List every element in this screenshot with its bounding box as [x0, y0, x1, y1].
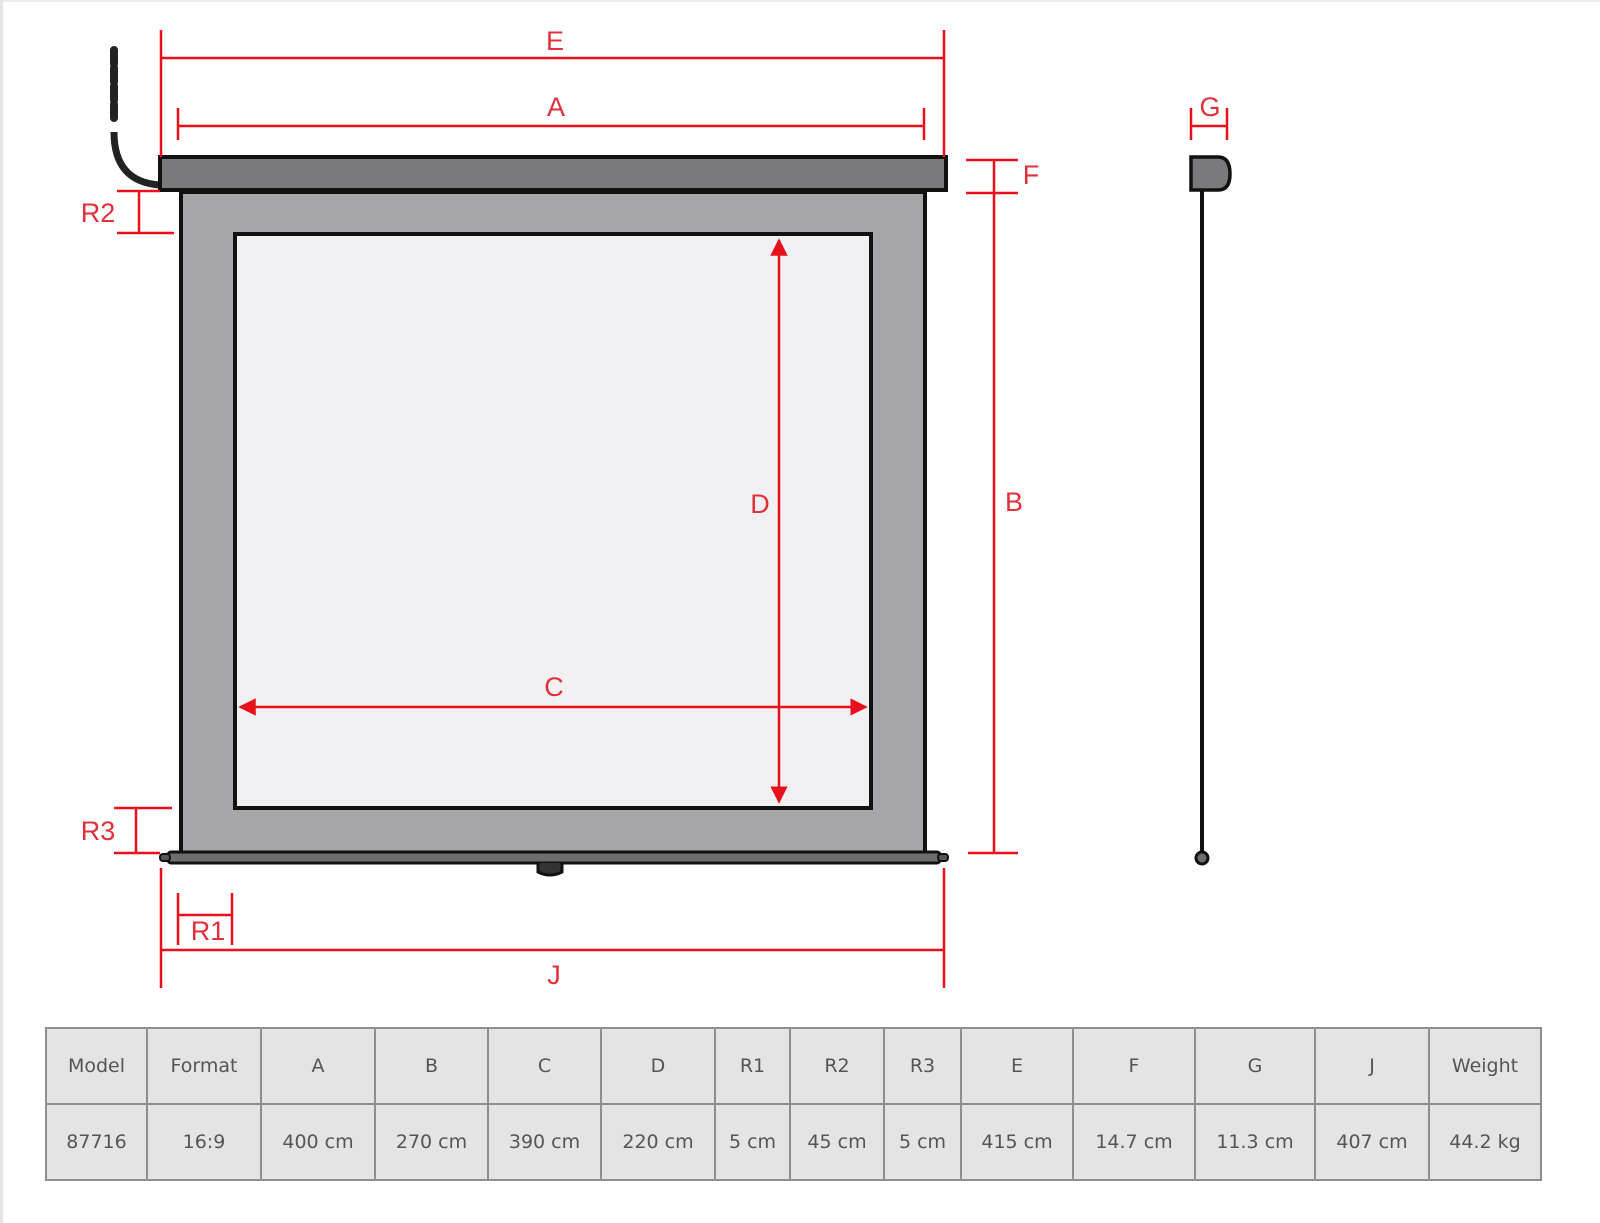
cell-r3: 5 cm [883, 1103, 962, 1181]
cell-model: 87716 [45, 1103, 148, 1181]
header-a: A [260, 1027, 376, 1105]
cell-r2: 45 cm [789, 1103, 885, 1181]
label-r3: R3 [81, 816, 116, 846]
label-c: C [544, 672, 564, 702]
cell-weight: 44.2 kg [1428, 1103, 1542, 1181]
page-left-border [0, 0, 3, 1223]
cell-g: 11.3 cm [1194, 1103, 1316, 1181]
screen-dimension-diagram: E A R2 F B D C R3 [81, 26, 1232, 990]
header-format: Format [146, 1027, 262, 1105]
dimension-b: B [968, 193, 1023, 855]
specifications-table: Model Format A B C D R1 R2 R3 E F G J We… [45, 1027, 1542, 1181]
page-top-border [0, 0, 1600, 2]
header-f: F [1072, 1027, 1196, 1105]
label-f: F [1023, 160, 1040, 190]
label-j: J [547, 960, 561, 990]
viewing-surface [233, 232, 873, 810]
cell-d: 220 cm [600, 1103, 716, 1181]
label-e: E [546, 26, 564, 56]
side-view [1189, 155, 1232, 866]
cell-r1: 5 cm [714, 1103, 791, 1181]
header-g: G [1194, 1027, 1316, 1105]
dimension-e: E [159, 26, 946, 157]
dimension-c: C [238, 672, 868, 716]
dimension-r2: R2 [81, 189, 174, 235]
header-r2: R2 [789, 1027, 885, 1105]
screen-housing [158, 155, 948, 192]
bottom-weight-bar [159, 850, 949, 877]
dimension-a: A [176, 92, 926, 140]
header-c: C [487, 1027, 602, 1105]
label-r1: R1 [191, 916, 226, 946]
cell-j: 407 cm [1314, 1103, 1430, 1181]
label-a: A [547, 92, 565, 122]
header-weight: Weight [1428, 1027, 1542, 1105]
dimension-j: J [159, 868, 946, 990]
header-j: J [1314, 1027, 1430, 1105]
dimension-r1: R1 [176, 893, 234, 946]
header-d: D [600, 1027, 716, 1105]
label-b: B [1005, 487, 1023, 517]
cell-format: 16:9 [146, 1103, 262, 1181]
cell-a: 400 cm [260, 1103, 376, 1181]
header-r1: R1 [714, 1027, 791, 1105]
dimension-g: G [1189, 92, 1229, 140]
dimension-f: F [966, 158, 1040, 195]
header-b: B [374, 1027, 489, 1105]
header-r3: R3 [883, 1027, 962, 1105]
header-e: E [960, 1027, 1074, 1105]
cell-c: 390 cm [487, 1103, 602, 1181]
table-header-row: Model Format A B C D R1 R2 R3 E F G J We… [45, 1027, 1542, 1105]
cell-e: 415 cm [960, 1103, 1074, 1181]
cell-f: 14.7 cm [1072, 1103, 1196, 1181]
label-d: D [750, 489, 770, 519]
table-row: 87716 16:9 400 cm 270 cm 390 cm 220 cm 5… [45, 1103, 1542, 1181]
header-model: Model [45, 1027, 148, 1105]
label-r2: R2 [81, 198, 116, 228]
dimension-r3: R3 [81, 806, 172, 855]
power-cable-icon [110, 46, 161, 189]
label-g: G [1199, 92, 1220, 122]
cell-b: 270 cm [374, 1103, 489, 1181]
